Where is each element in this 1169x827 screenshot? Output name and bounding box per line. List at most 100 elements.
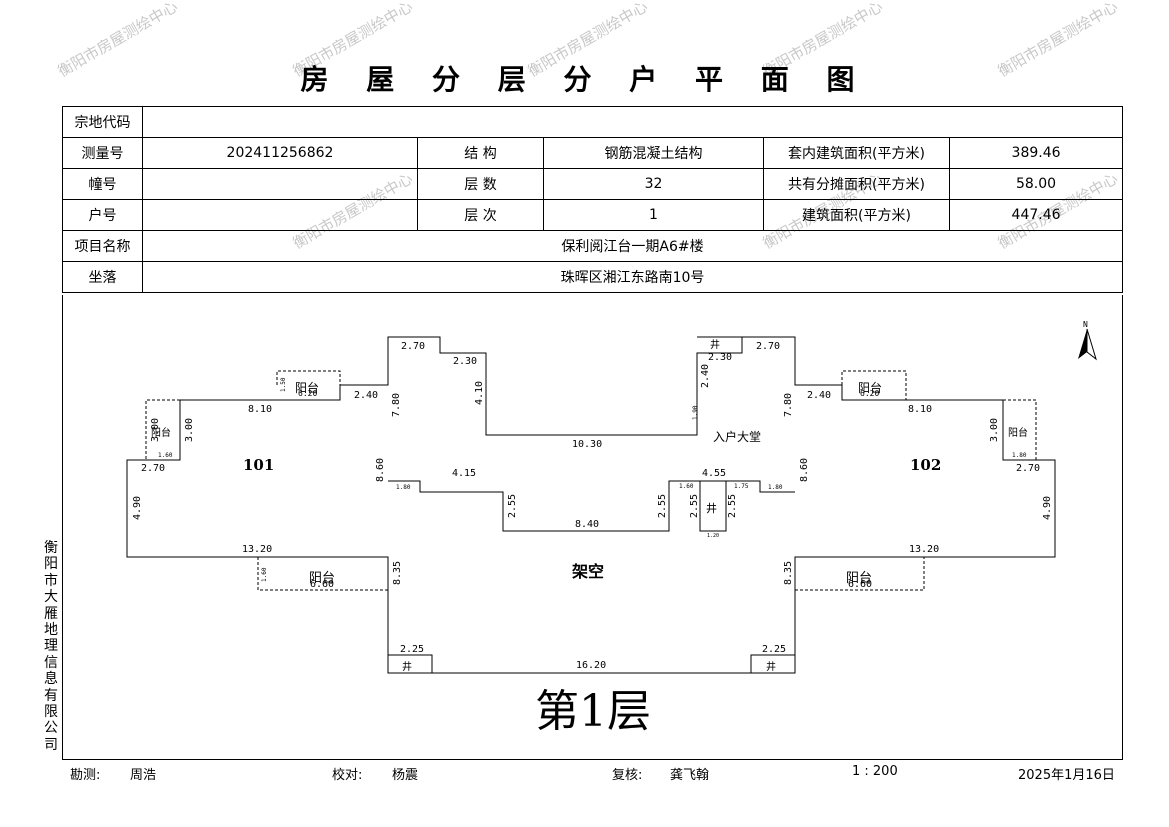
- scale-label: 1 : 200: [852, 764, 898, 779]
- dim-label: 8.60: [375, 458, 386, 482]
- dim-label: 2.40: [354, 390, 378, 401]
- surveyor-name: 周浩: [130, 768, 157, 783]
- dim-label: 6.60: [310, 579, 334, 590]
- reviewer-label: 复核:: [612, 768, 643, 783]
- date-label: 2025年1月16日: [1018, 768, 1115, 783]
- unit-label-102: 102: [910, 456, 941, 474]
- dim-label: 1.60: [261, 567, 268, 582]
- dim-label: 8.60: [799, 458, 810, 482]
- dim-label: 8.40: [575, 519, 599, 530]
- dim-label: 1.90: [692, 405, 699, 420]
- dim-label: 2.70: [401, 341, 425, 352]
- building-area-label: 建筑面积(平方米): [763, 199, 950, 231]
- inner-area-value: 389.46: [948, 137, 1124, 169]
- dim-label: 7.80: [783, 393, 794, 417]
- balcony-outline: [257, 557, 388, 591]
- dim-label: 6.20: [860, 389, 879, 398]
- dim-label: 2.55: [689, 494, 700, 518]
- dim-label: 1.60: [679, 483, 694, 490]
- dim-label: 2.30: [708, 352, 732, 363]
- project-label: 项目名称: [62, 230, 143, 262]
- dim-label: 3.00: [150, 418, 161, 442]
- shaft-label: 井: [710, 338, 720, 351]
- shared-area-value: 58.00: [948, 168, 1124, 200]
- balcony-label: 阳台: [1008, 426, 1028, 439]
- balcony-outline: [145, 399, 180, 461]
- parcel-code-label: 宗地代码: [62, 106, 143, 138]
- company-side-label: 衡阳市大雁地理信息有限公司: [44, 540, 58, 753]
- shaft-label: 井: [402, 660, 412, 673]
- dim-label: 1.80: [768, 484, 783, 491]
- floor-value: 1: [543, 199, 764, 231]
- dim-label: 2.55: [507, 494, 518, 518]
- info-table: 宗地代码 测量号 202411256862 结 构 钢筋混凝土结构 套内建筑面积…: [62, 106, 1124, 293]
- dim-label: 2.25: [400, 644, 424, 655]
- dim-label: 2.30: [453, 356, 477, 367]
- center-label: 架空: [571, 562, 604, 581]
- shaft-label: 井: [766, 660, 776, 673]
- dim-label: 2.55: [727, 494, 738, 518]
- balcony-outline: [276, 370, 341, 385]
- dim-label: 4.15: [452, 468, 476, 479]
- balcony-label: 阳台: [151, 426, 171, 439]
- dim-label: 7.80: [391, 393, 402, 417]
- dim-label: 13.20: [909, 544, 939, 555]
- dim-label: 2.25: [762, 644, 786, 655]
- dim-label: 13.20: [242, 544, 272, 555]
- lobby-label: 入户大堂: [713, 429, 761, 444]
- interior-wall: [697, 336, 743, 353]
- dim-label: 3.00: [989, 418, 1000, 442]
- dim-label: 2.70: [756, 341, 780, 352]
- page-title: 房 屋 分 层 分 户 平 面 图: [300, 63, 869, 96]
- floors-value: 32: [543, 168, 764, 200]
- interior-wall: [388, 480, 795, 532]
- interior-wall: [388, 654, 433, 673]
- balcony-outline: [841, 370, 907, 400]
- dim-label: 1.60: [158, 452, 173, 459]
- location-value: 珠晖区湘江东路南10号: [141, 261, 1124, 293]
- dim-label: 2.70: [141, 463, 165, 474]
- checker-name: 杨震: [392, 768, 419, 783]
- dim-label: 8.10: [908, 404, 932, 415]
- interior-wall: [750, 654, 795, 673]
- surveyor-label: 勘测:: [70, 768, 101, 783]
- floor-title: 第1层: [535, 686, 651, 737]
- dim-label: 2.55: [657, 494, 668, 518]
- balcony-outline: [1003, 399, 1037, 461]
- plan-frame: [62, 295, 1123, 760]
- balcony-label: 阳台: [309, 571, 335, 586]
- dim-label: 1.20: [707, 533, 719, 539]
- balcony-label: 阳台: [858, 380, 882, 395]
- dim-label: 2.40: [807, 390, 831, 401]
- balcony-label: 阳台: [846, 571, 872, 586]
- structure-value: 钢筋混凝土结构: [543, 137, 764, 169]
- dim-label: 16.20: [576, 660, 606, 671]
- dim-label: 8.10: [248, 404, 272, 415]
- balcony-label: 阳台: [295, 380, 319, 395]
- balcony-outline: [795, 557, 925, 591]
- dim-label: 8.35: [783, 561, 794, 585]
- shaft-label: 井: [706, 501, 717, 515]
- dim-label: 2.40: [700, 364, 711, 388]
- dim-label: 8.35: [392, 561, 403, 585]
- dim-label: 3.00: [184, 418, 195, 442]
- building-no-label: 幢号: [62, 168, 143, 200]
- building-area-value: 447.46: [948, 199, 1124, 231]
- north-label: N: [1083, 320, 1088, 329]
- building-outline: [126, 336, 1056, 674]
- reviewer-name: 龚飞翰: [670, 768, 710, 783]
- dim-label: 1.75: [734, 483, 749, 490]
- dim-label: 2.70: [1016, 463, 1040, 474]
- north-arrow-icon: N: [1078, 320, 1097, 361]
- checker-label: 校对:: [332, 768, 363, 783]
- dim-label: 1.50: [280, 377, 287, 392]
- dim-label: 1.80: [396, 484, 411, 491]
- dim-label: 4.90: [132, 496, 143, 520]
- unit-label-101: 101: [243, 456, 274, 474]
- dim-label: 6.60: [848, 579, 872, 590]
- dim-label: 4.90: [1042, 496, 1053, 520]
- dim-label: 4.10: [474, 381, 485, 405]
- dim-label: 10.30: [572, 439, 602, 450]
- dim-label: 6.20: [298, 389, 317, 398]
